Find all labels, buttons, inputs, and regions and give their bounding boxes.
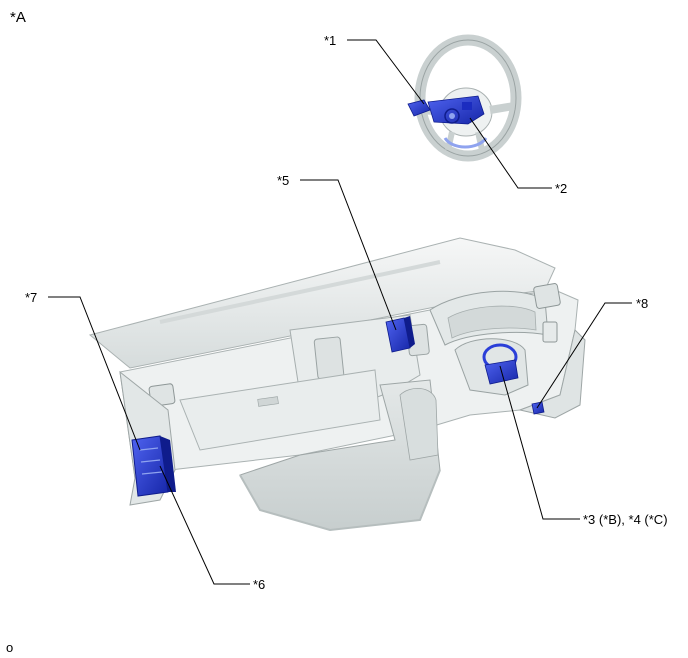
callout-5: *5 — [277, 173, 290, 188]
callout-1: *1 — [324, 33, 337, 48]
callout-2: *2 — [555, 181, 568, 196]
component-5-module — [385, 316, 415, 353]
instrument-panel — [88, 237, 586, 532]
leader-lines — [48, 39, 632, 585]
leader-1 — [347, 39, 425, 105]
leader-3 — [499, 365, 580, 520]
leader-8 — [536, 302, 632, 409]
figure-label: *A — [10, 9, 26, 26]
leader-2 — [469, 117, 552, 189]
leader-5 — [300, 179, 397, 331]
callout-8: *8 — [636, 296, 649, 311]
callout-3-4: *3 (*B), *4 (*C) — [583, 512, 668, 527]
component-1-steering-switch — [407, 95, 485, 125]
leader-6 — [159, 465, 250, 585]
callout-6: *6 — [253, 577, 266, 592]
callout-7: *7 — [25, 290, 38, 305]
component-6-7-ecu — [131, 435, 176, 497]
component-8-sensor — [531, 401, 545, 415]
leader-7 — [48, 296, 141, 451]
footer-mark: o — [6, 640, 14, 655]
